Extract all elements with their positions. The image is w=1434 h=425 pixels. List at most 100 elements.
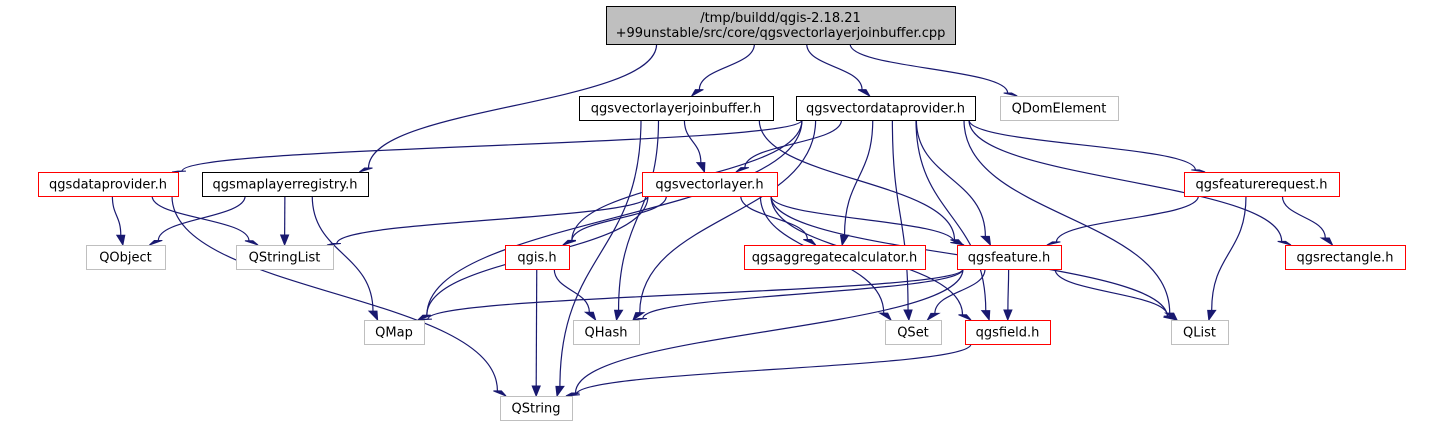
arrowhead-feature-to-field: [1003, 309, 1013, 322]
node-box-qstring: [500, 396, 573, 421]
arrowhead-root-to-joinbuffer: [690, 89, 704, 98]
edge-dataprovider-to-qobject: [111, 195, 122, 236]
node-box-vdp: [796, 96, 976, 121]
node-label-qstring: QString: [511, 402, 560, 417]
edge-vdp-to-qlist: [963, 119, 1171, 314]
arrowhead-field-to-qstring: [565, 394, 580, 397]
node-box-qdomelement: [1000, 96, 1119, 121]
arrowhead-dataprovider-to-qstring: [493, 390, 507, 397]
node-box-qlist: [1171, 320, 1229, 345]
edge-feature-to-field: [1007, 268, 1010, 311]
edge-vdp-to-qhash: [639, 119, 817, 313]
edge-vectorlayer-to-aggregate: [740, 195, 808, 240]
arrowhead-featurerequest-to-qlist: [1207, 309, 1217, 322]
node-box-feature: [957, 245, 1062, 270]
edge-feature-to-qlist: [1054, 268, 1169, 317]
edge-root-to-qdomelement: [849, 43, 1009, 94]
node-label-rectangle: qgsrectangle.h: [1296, 251, 1393, 266]
arrowhead-featurerequest-to-feature: [1046, 241, 1061, 246]
arrowhead-dataprovider-to-qobject: [115, 234, 126, 247]
arrowhead-dataprovider-to-qstringlist: [244, 240, 259, 246]
edge-registry-to-qmap: [311, 195, 374, 312]
node-joinbuffer[interactable]: qgsvectorlayerjoinbuffer.h: [579, 96, 774, 121]
node-label-dataprovider: qgsdataprovider.h: [49, 178, 167, 193]
edge-feature-to-qmap: [427, 268, 964, 320]
arrowhead-feature-to-qset: [926, 312, 941, 322]
node-box-aggregate: [744, 245, 926, 270]
arrowhead-featurerequest-to-rectangle: [1319, 237, 1334, 247]
edge-vdp-to-feature: [915, 119, 986, 237]
arrowhead-root-to-vdp: [857, 89, 872, 98]
arrowhead-vdp-to-dataprovider: [171, 170, 186, 173]
edge-dataprovider-to-qstring: [171, 195, 499, 391]
node-box-qmap: [364, 320, 425, 345]
node-label-qlist: QList: [1183, 326, 1216, 341]
node-aggregate[interactable]: qgsaggregatecalculator.h: [744, 245, 926, 270]
node-field[interactable]: qgsfield.h: [965, 320, 1051, 345]
node-dataprovider[interactable]: qgsdataprovider.h: [38, 172, 179, 197]
node-vdp[interactable]: qgsvectordataprovider.h: [796, 96, 976, 121]
edge-feature-to-qhash: [642, 268, 964, 319]
edge-vdp-to-qmap: [426, 119, 803, 316]
node-box-qhash: [573, 320, 640, 345]
node-label-root-1: +99unstable/src/core/qgsvectorlayerjoinb…: [616, 26, 946, 41]
arrowhead-root-to-qdomelement: [1003, 92, 1018, 97]
arrowhead-feature-to-qhash: [632, 317, 647, 321]
arrowhead-feature-to-qlist: [1163, 315, 1178, 321]
edge-root-to-vdp: [806, 43, 863, 90]
node-box-qstringlist: [236, 245, 334, 270]
node-qdomelement: QDomElement: [1000, 96, 1119, 121]
node-qmap: QMap: [364, 320, 425, 345]
arrowhead-vdp-to-rectangle: [1277, 240, 1292, 246]
node-box-vectorlayer: [642, 172, 778, 197]
edge-vdp-to-featurerequest: [968, 119, 1196, 171]
edge-joinbuffer-to-feature: [758, 119, 956, 240]
node-vectorlayer[interactable]: qgsvectorlayer.h: [642, 172, 778, 197]
arrowhead-root-to-registry: [359, 167, 373, 173]
edge-qgis-to-qhash: [553, 268, 590, 313]
node-label-qobject: QObject: [99, 251, 152, 266]
node-label-qdomelement: QDomElement: [1012, 102, 1107, 117]
node-rectangle[interactable]: qgsrectangle.h: [1285, 245, 1406, 270]
node-box-root: [606, 6, 956, 45]
arrowhead-vectorlayer-to-aggregate: [803, 239, 817, 246]
node-registry[interactable]: qgsmaplayerregistry.h: [202, 172, 369, 197]
edge-vectorlayer-to-qgis: [571, 195, 667, 241]
edge-vdp-to-rectangle: [968, 119, 1283, 242]
edge-joinbuffer-to-vectorlayer: [683, 119, 702, 163]
node-label-qstringlist: QStringList: [249, 251, 321, 266]
edge-registry-to-qobject: [157, 195, 246, 241]
edge-featurerequest-to-qlist: [1211, 195, 1247, 311]
node-label-qset: QSet: [897, 326, 929, 341]
node-qgis[interactable]: qgis.h: [505, 245, 570, 270]
node-label-qhash: QHash: [585, 326, 628, 341]
edge-featurerequest-to-rectangle: [1281, 195, 1326, 239]
nodes-layer: /tmp/buildd/qgis-2.18.21+99unstable/src/…: [38, 6, 1406, 421]
arrowhead-joinbuffer-to-qstring: [555, 385, 565, 398]
node-box-dataprovider: [38, 172, 179, 197]
arrowhead-vdp-to-field: [980, 310, 991, 322]
arrowhead-vectorlayer-to-qmap: [417, 314, 431, 321]
node-qlist: QList: [1171, 320, 1229, 345]
arrowhead-qgis-to-qhash: [583, 311, 597, 322]
node-label-registry: qgsmaplayerregistry.h: [213, 178, 358, 193]
arrowhead-vdp-to-qset: [903, 309, 913, 322]
node-featurerequest[interactable]: qgsfeaturerequest.h: [1184, 172, 1340, 197]
edge-vdp-to-qset: [891, 119, 909, 311]
node-label-vectorlayer: qgsvectorlayer.h: [655, 178, 763, 193]
node-label-qgis: qgis.h: [517, 251, 556, 266]
edge-vectorlayer-to-qstringlist: [336, 195, 649, 244]
node-box-qgis: [505, 245, 570, 270]
arrowhead-joinbuffer-to-qhash: [613, 309, 624, 322]
node-box-rectangle: [1285, 245, 1406, 270]
arrowhead-vdp-to-aggregate: [839, 234, 850, 247]
node-qhash: QHash: [573, 320, 640, 345]
node-qobject: QObject: [86, 245, 166, 270]
node-feature[interactable]: qgsfeature.h: [957, 245, 1062, 270]
edge-qgis-to-qstring: [535, 268, 538, 387]
edge-joinbuffer-to-qstring: [559, 119, 642, 387]
node-box-qobject: [86, 245, 166, 270]
arrowhead-vectorlayer-to-qset: [877, 312, 893, 322]
node-root[interactable]: /tmp/buildd/qgis-2.18.21+99unstable/src/…: [606, 6, 956, 45]
